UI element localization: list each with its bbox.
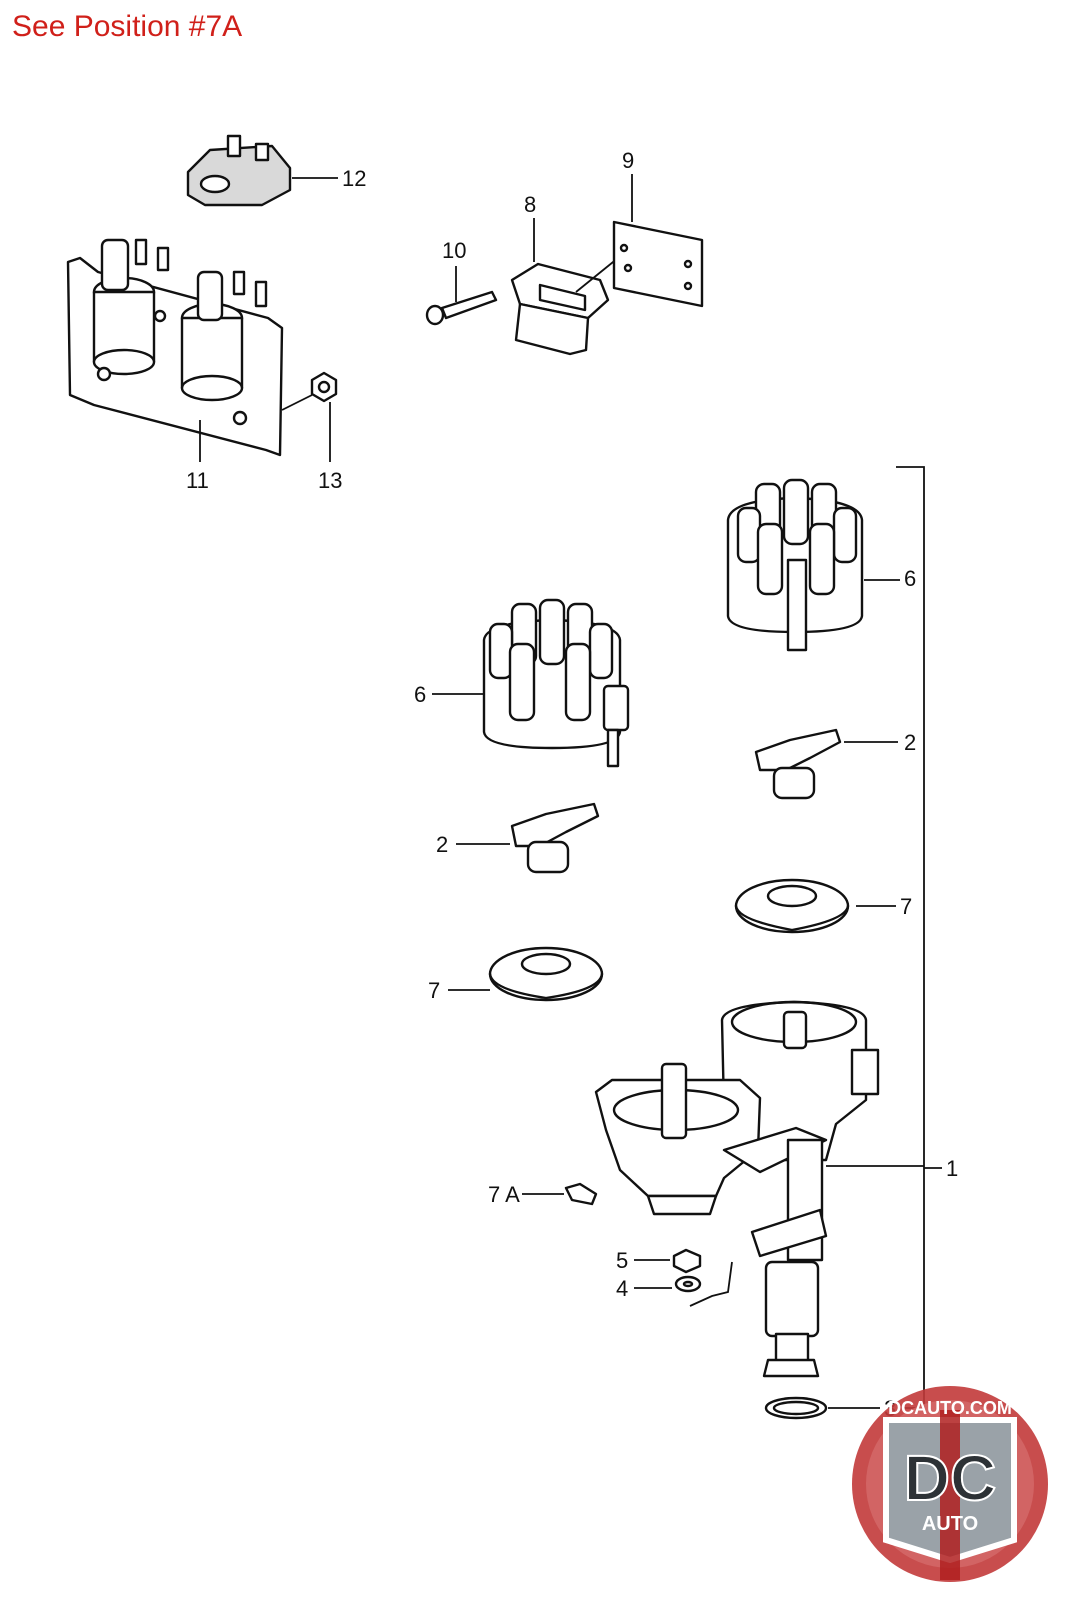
callout-5: 5 <box>616 1248 628 1273</box>
callout-7-left: 7 <box>428 978 440 1003</box>
callout-4: 4 <box>616 1276 628 1301</box>
dc-auto-logo: DCAUTO.COM DC AUTO <box>852 1386 1048 1582</box>
part-5-nut: 5 <box>616 1248 702 1274</box>
logo-word-text: AUTO <box>922 1513 978 1535</box>
callout-7-right: 7 <box>900 894 912 919</box>
part-11-ignition-coil: 11 <box>66 238 284 493</box>
logo-mark-text: DC <box>904 1442 996 1514</box>
callout-13: 13 <box>318 468 342 493</box>
callout-1: 1 <box>946 1156 958 1181</box>
part-10-screw: 10 <box>425 238 498 326</box>
callout-6-right: 6 <box>904 566 916 591</box>
part-2-rotor-left: 2 <box>436 802 600 874</box>
part-7A-plug: 7 A <box>488 1182 598 1207</box>
logo-site-text: DCAUTO.COM <box>888 1398 1012 1418</box>
callout-7A: 7 A <box>488 1182 520 1207</box>
part-13-nut: 13 <box>281 371 342 493</box>
part-9-plate: 9 <box>612 148 704 308</box>
part-4-washer: 4 <box>616 1275 702 1301</box>
callout-8: 8 <box>524 192 536 217</box>
callout-12: 12 <box>342 166 366 191</box>
part-6-distributor-cap-right: 6 <box>726 478 916 652</box>
part-2-rotor-right: 2 <box>754 728 916 800</box>
callout-10: 10 <box>442 238 466 263</box>
header-note: See Position #7A <box>12 10 243 43</box>
callout-11: 11 <box>186 468 209 493</box>
part-7-dust-shield-right: 7 <box>734 878 912 934</box>
part-3-o-ring: 3 <box>764 1396 896 1421</box>
part-12-terminal-plate: 12 <box>186 134 366 207</box>
part-6-distributor-cap-left: 6 <box>414 598 630 768</box>
part-7-dust-shield-left: 7 <box>428 946 604 1003</box>
callout-2-right: 2 <box>904 730 916 755</box>
part-8-control-unit: 8 <box>510 192 619 356</box>
callout-6-left: 6 <box>414 682 426 707</box>
callout-9: 9 <box>622 148 634 173</box>
callout-2-left: 2 <box>436 832 448 857</box>
part-1-distributor-assembly <box>594 1000 880 1378</box>
